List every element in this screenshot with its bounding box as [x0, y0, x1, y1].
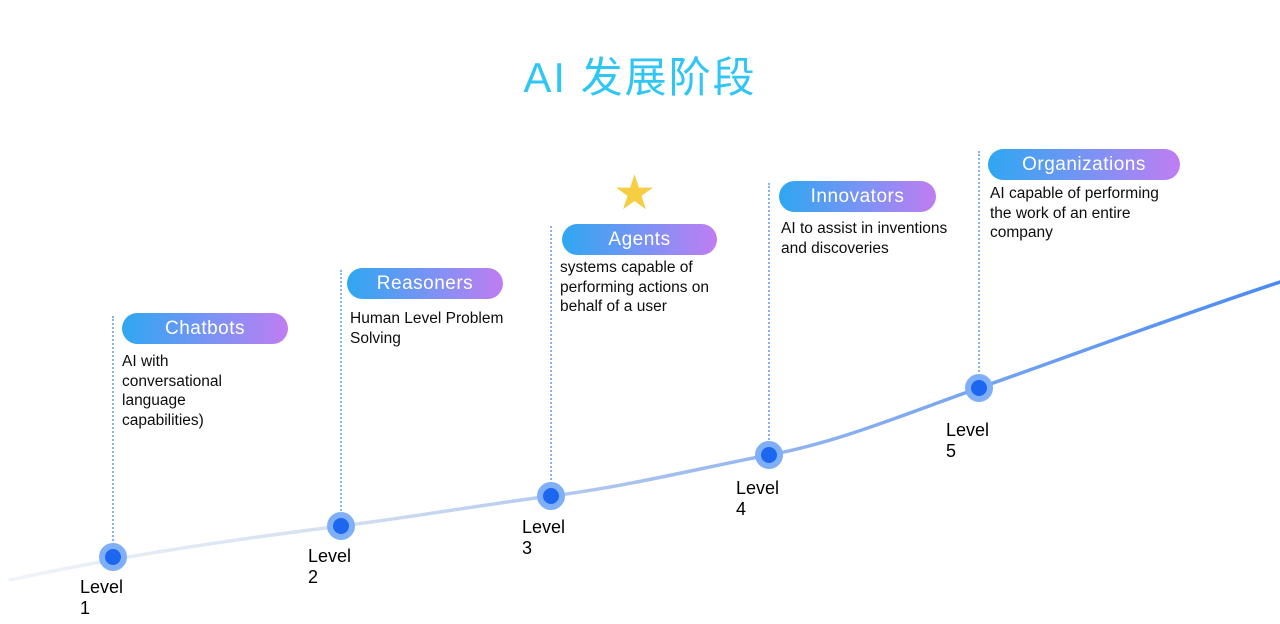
connector-line	[768, 183, 770, 455]
connector-line	[112, 316, 114, 557]
star-icon: ★	[613, 167, 657, 220]
level-label: Level 3	[522, 517, 566, 558]
stage-description: systems capable of performing actions on…	[560, 259, 710, 316]
stage-badge: Reasoners	[347, 268, 503, 299]
stage-label: Chatbots	[164, 317, 246, 339]
page-title: AI 发展阶段	[523, 54, 757, 101]
connector-line	[340, 270, 342, 526]
stage-label: Reasoners	[376, 272, 474, 294]
connector-line	[550, 226, 552, 496]
milestone-dot	[755, 441, 783, 469]
stage-description: AI capable of performing the work of an …	[990, 185, 1159, 242]
milestone-dot	[537, 482, 565, 510]
stage-badge: Chatbots	[122, 313, 288, 344]
milestone-dot	[99, 543, 127, 571]
stage-description: AI to assist in inventions and discoveri…	[781, 220, 948, 257]
stage-label: Organizations	[1022, 153, 1146, 175]
level-label: Level 4	[736, 478, 780, 519]
milestone-dot	[327, 512, 355, 540]
stage-badge: Agents	[562, 224, 717, 255]
stage-label: Innovators	[810, 185, 905, 207]
level-label: Level 5	[946, 420, 990, 461]
stage-badge: Organizations	[988, 149, 1180, 180]
stage-description: Human Level Problem Solving	[350, 310, 504, 347]
stage-description: AI with conversational language capabili…	[122, 353, 222, 429]
milestone-dot	[965, 374, 993, 402]
stage-label: Agents	[608, 228, 671, 250]
level-label: Level 2	[308, 546, 352, 587]
connector-line	[978, 151, 980, 388]
stage-badge: Innovators	[779, 181, 936, 212]
level-label: Level 1	[80, 577, 124, 618]
